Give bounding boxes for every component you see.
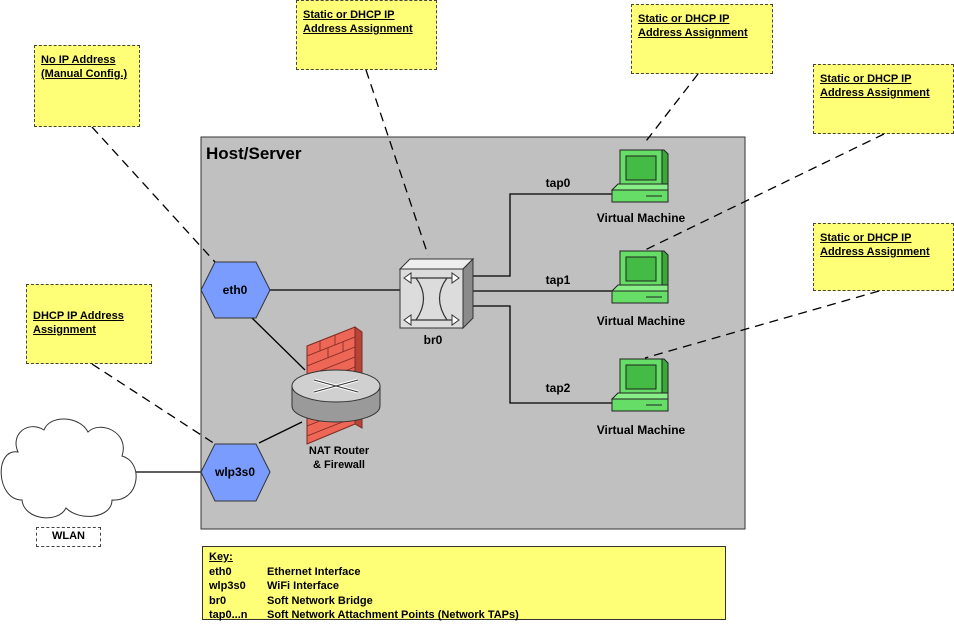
wlan-cloud-icon: [0, 418, 137, 519]
key-legend: Key: eth0 Ethernet Interface wlp3s0 WiFi…: [202, 546, 726, 623]
note-eth0: No IP Address (Manual Config.): [34, 45, 140, 127]
note-vm0: Static or DHCP IP Address Assignment: [631, 4, 773, 74]
note-line: Address Assignment: [638, 27, 748, 39]
router-label-line2: & Firewall: [313, 459, 365, 471]
tap0-label: tap0: [546, 176, 571, 190]
host-title: Host/Server: [206, 144, 302, 163]
router-icon: [291, 369, 381, 423]
key-term: wlp3s0: [209, 580, 246, 592]
callout-lines: [91, 69, 885, 445]
note-br0: Static or DHCP IP Address Assignment: [296, 0, 437, 70]
note-line: Address Assignment: [303, 23, 413, 35]
vm-computer-icon: [610, 358, 669, 412]
note-line: Address Assignment: [820, 246, 930, 258]
bridge-label: br0: [424, 333, 443, 347]
key-row: wlp3s0 WiFi Interface: [209, 579, 719, 594]
note-line: DHCP IP Address: [33, 310, 124, 322]
key-desc: WiFi Interface: [267, 580, 340, 592]
note-line: (Manual Config.): [41, 68, 128, 80]
note-line: Static or DHCP IP: [303, 9, 395, 21]
note-line: Static or DHCP IP: [820, 232, 912, 244]
tap2-label: tap2: [546, 381, 571, 395]
note-line: Static or DHCP IP: [638, 13, 730, 25]
key-term: tap0...n: [209, 609, 248, 621]
key-row: eth0 Ethernet Interface: [209, 565, 719, 580]
tap1-label: tap1: [546, 273, 571, 287]
key-desc: Soft Network Bridge: [267, 594, 373, 607]
note-line: Assignment: [33, 324, 96, 336]
note-wlp3s0: DHCP IP Address Assignment: [26, 284, 152, 364]
key-row: br0 Soft Network Bridge: [209, 594, 719, 609]
vm1-label: Virtual Machine: [597, 314, 686, 328]
vm2-label: Virtual Machine: [597, 423, 686, 437]
connection-lines: [136, 193, 612, 473]
eth0-interface: eth0: [200, 261, 271, 319]
note-vm1: Static or DHCP IP Address Assignment: [813, 223, 954, 291]
wlp3s0-label: wlp3s0: [214, 465, 255, 479]
wlp3s0-interface: wlp3s0: [200, 443, 271, 502]
wlan-label: WLAN: [36, 527, 101, 547]
eth0-label: eth0: [223, 283, 248, 297]
key-term: br0: [209, 594, 227, 607]
note-vm-extra: Static or DHCP IP Address Assignment: [813, 64, 954, 134]
key-row: tap0...n Soft Network Attachment Points …: [209, 608, 719, 623]
note-line: Address Assignment: [820, 87, 930, 99]
note-line: No IP Address: [41, 54, 116, 66]
vm0-label: Virtual Machine: [597, 211, 686, 225]
key-term: eth0: [209, 565, 232, 578]
key-desc: Soft Network Attachment Points (Network …: [267, 609, 519, 621]
vm-computer-icon: [610, 149, 669, 203]
bridge-switch-icon: [398, 257, 475, 330]
key-desc: Ethernet Interface: [267, 565, 361, 578]
vm-computer-icon: [610, 250, 669, 304]
router-label-line1: NAT Router: [309, 445, 370, 457]
note-line: Static or DHCP IP: [820, 73, 912, 85]
key-title: Key:: [209, 551, 233, 563]
